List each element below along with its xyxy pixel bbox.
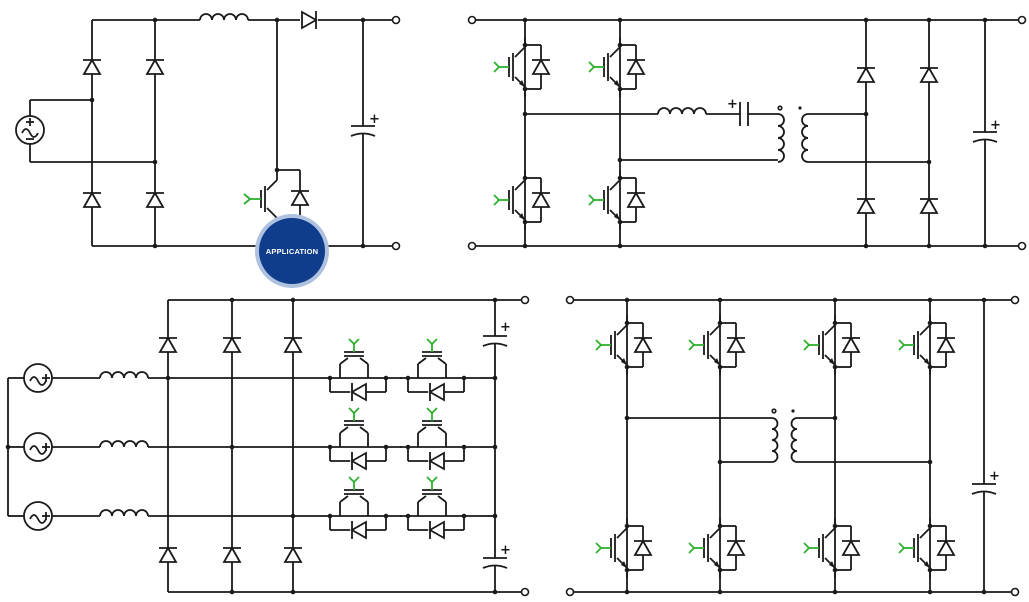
application-badge-label: APPLICATION <box>265 246 319 256</box>
out-cap-plus-top-right: + <box>990 118 1001 133</box>
vienna-bottom-cap-plus: + <box>500 543 511 558</box>
llc-resonant-converter: + + <box>467 15 1027 251</box>
cap-polarity-plus: + <box>369 112 380 127</box>
res-cap-plus: + <box>727 97 738 112</box>
application-badge[interactable]: APPLICATION <box>259 218 325 284</box>
three-phase-vienna-rectifier: + + <box>5 295 530 597</box>
dab-out-cap-plus: + <box>989 469 1000 484</box>
boost-pfc-circuit: + <box>15 10 401 251</box>
dual-active-bridge-converter: + <box>565 295 1020 597</box>
vienna-top-cap-plus: + <box>500 320 511 335</box>
